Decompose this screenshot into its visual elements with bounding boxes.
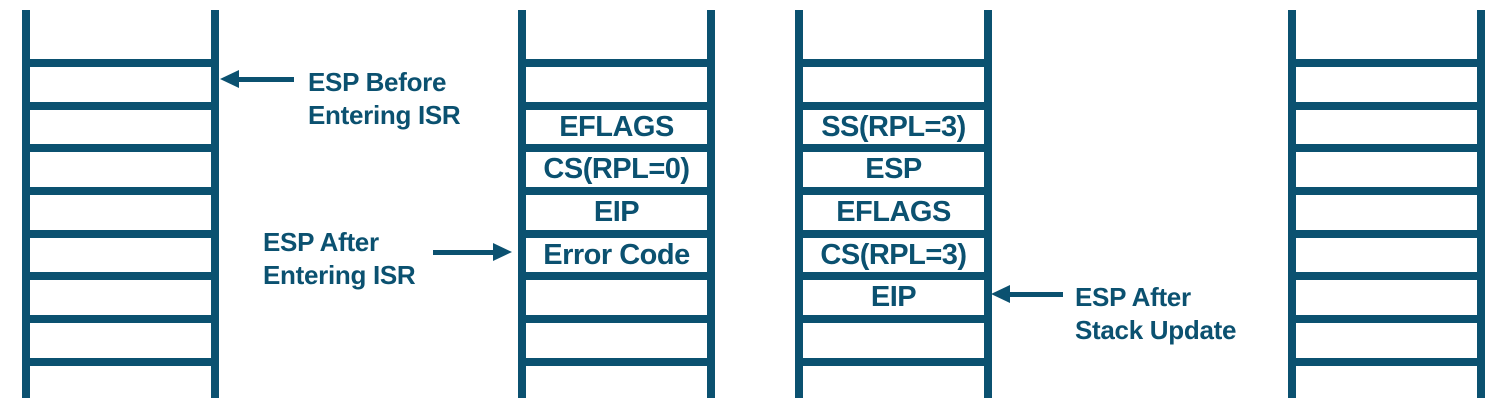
stack-rung xyxy=(795,230,992,238)
stack-rail xyxy=(707,10,715,398)
arrow-shaft xyxy=(1007,292,1063,297)
stack-rail xyxy=(518,10,526,398)
annotation-line: Entering ISR xyxy=(308,100,461,130)
annotation-label: ESP After Stack Update xyxy=(1075,281,1236,347)
stack-rung xyxy=(22,144,219,152)
stack-rail xyxy=(22,10,30,398)
stack-rung xyxy=(22,230,219,238)
cell-eflags: EFLAGS xyxy=(559,110,674,143)
stack-rung xyxy=(795,358,992,366)
stack-rung xyxy=(22,315,219,323)
stack-rung xyxy=(795,272,992,280)
stack-rung xyxy=(518,59,715,67)
stack-column-3: SS(RPL=3) ESP EFLAGS CS(RPL=3) EIP xyxy=(795,10,992,398)
stack-rail xyxy=(795,10,803,398)
cell-esp: ESP xyxy=(865,153,922,185)
cell-eflags: EFLAGS xyxy=(836,196,951,228)
stack-rung xyxy=(22,187,219,195)
arrow-left-icon xyxy=(220,70,239,88)
stack-rail xyxy=(211,10,219,398)
stack-rail xyxy=(984,10,992,398)
stack-rung xyxy=(518,315,715,323)
arrow-left-icon xyxy=(991,285,1010,303)
stack-rung xyxy=(518,272,715,280)
stack-rung xyxy=(795,144,992,152)
arrow-shaft xyxy=(236,77,294,82)
stack-rung xyxy=(22,358,219,366)
annotation-line: ESP Before xyxy=(308,67,447,97)
stack-column-2: EFLAGS CS(RPL=0) EIP Error Code xyxy=(518,10,715,398)
stack-rung xyxy=(1288,272,1485,280)
stack-rung xyxy=(22,59,219,67)
stack-rung xyxy=(1288,187,1485,195)
stack-rung xyxy=(518,187,715,195)
stack-column-1 xyxy=(22,10,219,398)
stack-rung xyxy=(518,102,715,110)
stack-rung xyxy=(22,272,219,280)
stack-rung xyxy=(1288,315,1485,323)
stack-rung xyxy=(518,230,715,238)
stack-rail xyxy=(1288,10,1296,398)
cell-ss-rpl3: SS(RPL=3) xyxy=(821,110,966,143)
stack-rung xyxy=(795,315,992,323)
annotation-line: ESP After xyxy=(263,227,379,257)
cell-eip: EIP xyxy=(593,196,640,228)
stack-rung xyxy=(1288,102,1485,110)
stack-rung xyxy=(1288,230,1485,238)
stack-rung xyxy=(518,144,715,152)
annotation-line: ESP After xyxy=(1075,282,1191,312)
annotation-line: Entering ISR xyxy=(263,260,416,290)
cell-cs-rpl0: CS(RPL=0) xyxy=(543,153,690,185)
stack-rung xyxy=(795,59,992,67)
stack-column-4 xyxy=(1288,10,1485,398)
arrow-right-icon xyxy=(493,243,512,261)
cell-eip: EIP xyxy=(870,281,917,313)
stack-rung xyxy=(795,102,992,110)
stack-rung xyxy=(22,102,219,110)
cell-cs-rpl3: CS(RPL=3) xyxy=(820,238,967,271)
stack-rung xyxy=(1288,358,1485,366)
stack-rung xyxy=(518,358,715,366)
annotation-label: ESP Before Entering ISR xyxy=(308,66,461,132)
stack-rung xyxy=(1288,59,1485,67)
cell-error-code: Error Code xyxy=(543,238,690,271)
arrow-shaft xyxy=(433,250,493,255)
stack-rail xyxy=(1477,10,1485,398)
stack-rung xyxy=(795,187,992,195)
stack-rung xyxy=(1288,144,1485,152)
annotation-label: ESP After Entering ISR xyxy=(263,226,416,292)
annotation-line: Stack Update xyxy=(1075,315,1237,345)
